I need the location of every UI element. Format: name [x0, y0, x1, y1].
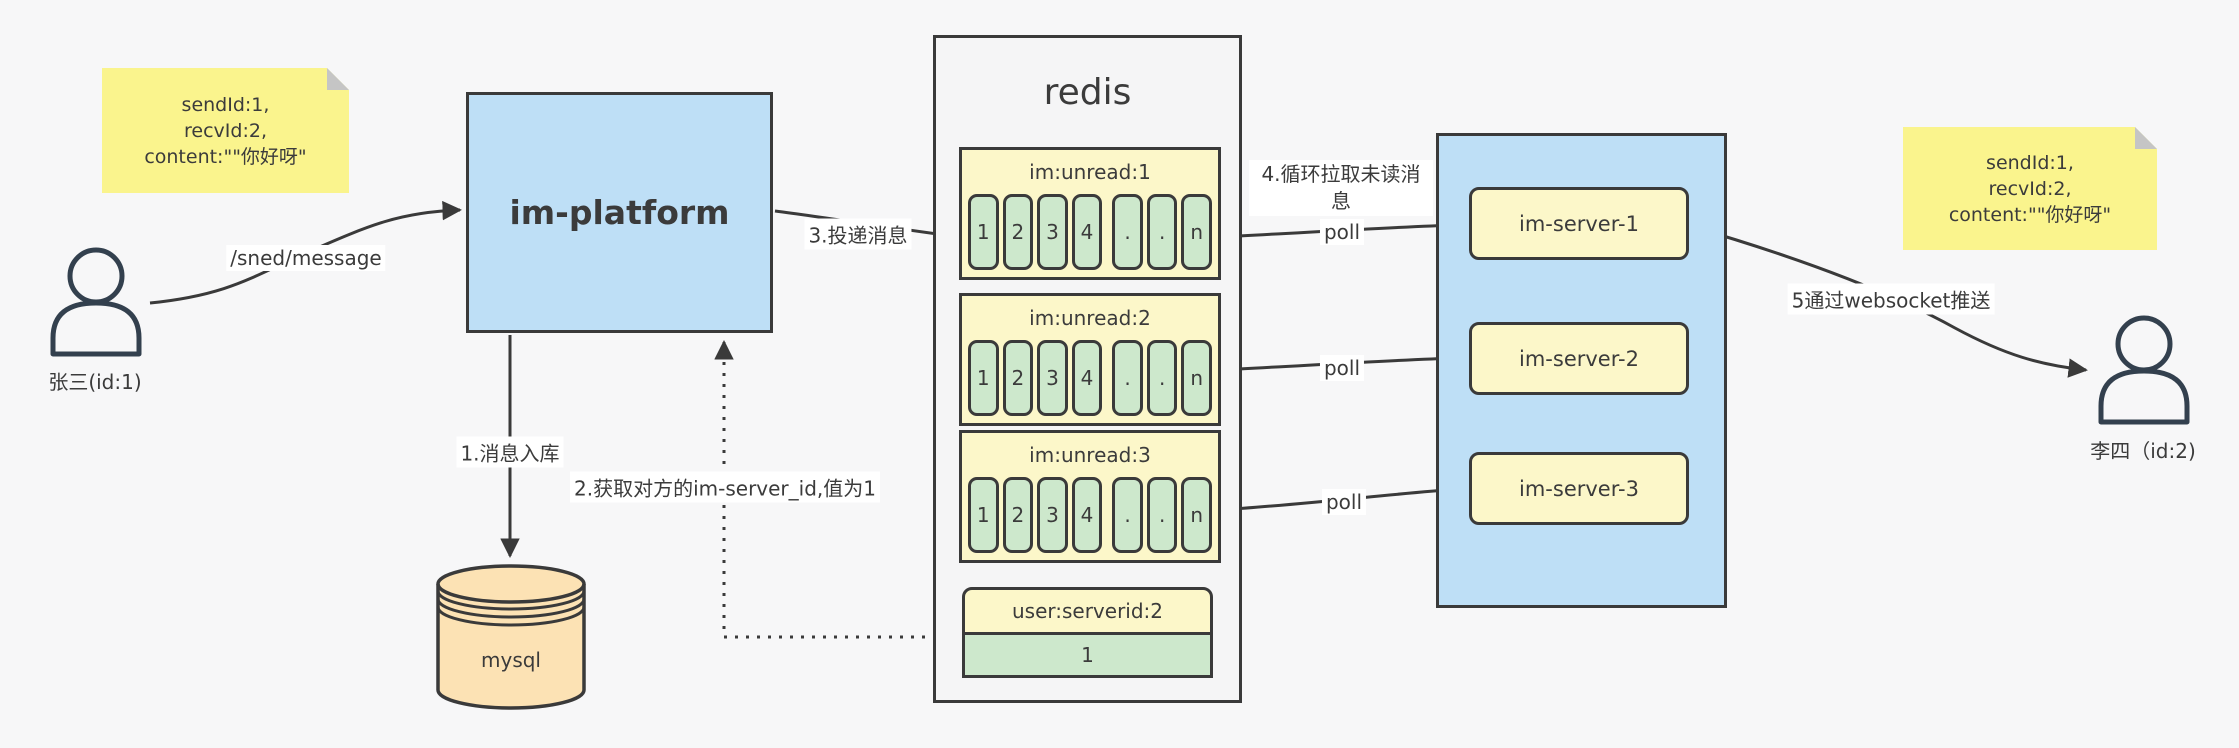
- queue-cell: .: [1146, 194, 1178, 270]
- receiver-message-note: sendId:1, recvId:2, content:""你好呀": [1903, 127, 2157, 250]
- queue-cell: .: [1112, 340, 1143, 416]
- user-serverid-key: user:serverid:2: [962, 587, 1213, 635]
- queue-im-unread-1: im:unread:1 1 2 3 4 . . n: [959, 147, 1221, 280]
- edge-label-lookup: 2.获取对方的im-server_id,值为1: [570, 471, 880, 503]
- queue-cell: 2: [1002, 477, 1034, 553]
- queue-cell: 2: [1002, 194, 1034, 270]
- sender-label: 张三(id:1): [48, 370, 142, 394]
- queue-cells: 1 2 3 4 . . n: [962, 194, 1218, 270]
- queue-cell: 4: [1071, 194, 1103, 270]
- im-platform-title: im-platform: [509, 193, 730, 232]
- im-server-cluster: im-server-1 im-server-2 im-server-3: [1436, 133, 1727, 608]
- queue-cell: .: [1112, 194, 1143, 270]
- queue-cell: n: [1181, 477, 1213, 553]
- queue-cell: 3: [1037, 194, 1068, 270]
- redis-container: redis im:unread:1 1 2 3 4 . . n im:unrea…: [933, 35, 1242, 703]
- note-fold-icon: [2135, 127, 2157, 149]
- queue-cell: n: [1181, 194, 1213, 270]
- queue-cell: 1: [968, 477, 999, 553]
- edge-label-poll-2: poll: [1319, 355, 1365, 381]
- im-server-3-node: im-server-3: [1469, 452, 1689, 525]
- queue-name: im:unread:1: [1029, 160, 1151, 184]
- user-icon: [50, 247, 142, 357]
- queue-cell: 3: [1037, 477, 1068, 553]
- user-serverid-value: 1: [962, 635, 1213, 678]
- edge-label-deliver: 3.投递消息: [804, 218, 912, 250]
- edge-label-send: /sned/message: [226, 245, 386, 271]
- edge-label-poll-3: poll: [1321, 489, 1367, 515]
- note-line: sendId:1,: [1986, 151, 2074, 174]
- redis-title: redis: [1043, 72, 1132, 113]
- queue-cell: 4: [1071, 477, 1103, 553]
- note-line: content:""你好呀": [1948, 203, 2112, 226]
- mysql-label: mysql: [481, 648, 541, 672]
- note-line: recvId:2,: [184, 119, 267, 142]
- queue-cell: 1: [968, 340, 999, 416]
- queue-cell: 1: [968, 194, 999, 270]
- queue-cell: n: [1181, 340, 1213, 416]
- queue-cell: 4: [1071, 340, 1103, 416]
- im-server-label: im-server-3: [1519, 476, 1639, 501]
- queue-cell: 3: [1037, 340, 1068, 416]
- edge-label-poll-1: poll: [1319, 219, 1365, 245]
- queue-cell: .: [1146, 477, 1178, 553]
- queue-cell: .: [1112, 477, 1143, 553]
- edge-label-push: 5通过websocket推送: [1787, 283, 1995, 315]
- receiver-actor: [2086, 314, 2202, 430]
- edge-label-poll-note: 4.循环拉取未读消息: [1249, 160, 1433, 216]
- im-server-label: im-server-2: [1519, 346, 1639, 371]
- queue-cells: 1 2 3 4 . . n: [962, 340, 1218, 416]
- queue-cell: 2: [1002, 340, 1034, 416]
- queue-im-unread-2: im:unread:2 1 2 3 4 . . n: [959, 293, 1221, 426]
- edge-label-store: 1.消息入库: [456, 436, 564, 468]
- user-icon: [2098, 315, 2190, 425]
- sender-actor: [38, 246, 154, 362]
- note-line: content:""你好呀": [144, 145, 307, 168]
- queue-cells: 1 2 3 4 . . n: [962, 477, 1218, 553]
- receiver-label: 李四（id:2): [2090, 439, 2196, 463]
- note-line: sendId:1,: [181, 93, 270, 116]
- user-serverid-box: user:serverid:2 1: [962, 587, 1213, 678]
- im-platform-node: im-platform: [466, 92, 773, 333]
- im-server-1-node: im-server-1: [1469, 187, 1689, 260]
- im-server-label: im-server-1: [1519, 211, 1639, 236]
- queue-name: im:unread:3: [1029, 443, 1151, 467]
- queue-cell: .: [1146, 340, 1178, 416]
- note-line: recvId:2,: [1988, 177, 2072, 200]
- note-fold-icon: [327, 68, 349, 90]
- database-icon: [436, 564, 586, 710]
- mysql-node: [435, 563, 587, 717]
- queue-name: im:unread:2: [1029, 306, 1151, 330]
- im-server-2-node: im-server-2: [1469, 322, 1689, 395]
- queue-im-unread-3: im:unread:3 1 2 3 4 . . n: [959, 430, 1221, 563]
- sender-message-note: sendId:1, recvId:2, content:""你好呀": [102, 68, 349, 193]
